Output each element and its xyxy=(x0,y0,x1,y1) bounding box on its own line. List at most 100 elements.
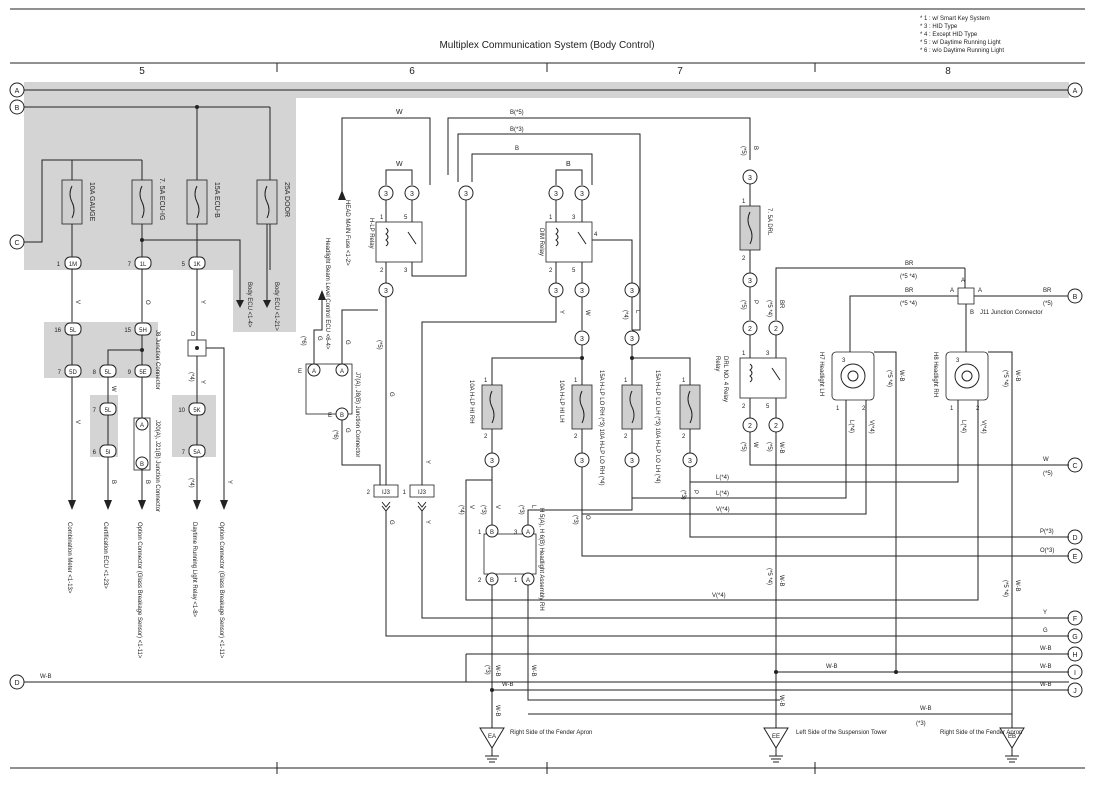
wire-color: B xyxy=(515,146,519,152)
h-lp-relay-label: H-LP Relay xyxy=(368,218,374,249)
certification-ecu-label: Certification ECU <1-23> xyxy=(102,522,108,589)
svg-text:5: 5 xyxy=(404,215,408,221)
svg-text:2: 2 xyxy=(748,326,752,333)
wire xyxy=(421,510,1069,619)
wire-color: W-B xyxy=(494,665,500,677)
svg-text:3: 3 xyxy=(384,288,388,295)
svg-text:3: 3 xyxy=(580,288,584,295)
svg-text:E: E xyxy=(298,369,302,375)
bus-connector-e-right: E xyxy=(1067,548,1083,564)
connector-5k-10: 5K 10 xyxy=(178,402,206,416)
svg-text:6: 6 xyxy=(93,450,97,456)
svg-text:3: 3 xyxy=(630,458,634,465)
wire-color: V xyxy=(74,300,80,304)
note-line: * 5 : w/ Daytime Running Light xyxy=(920,40,1001,46)
svg-text:E: E xyxy=(328,413,332,419)
connector-1m: 1M 1 xyxy=(57,256,82,270)
wire-note: (*5) xyxy=(766,442,772,452)
headlight-assembly-rh: B A B A 1 3 2 1 xyxy=(478,524,537,586)
wire xyxy=(689,467,1069,538)
wire-color: V(*4) xyxy=(868,420,874,434)
svg-text:2: 2 xyxy=(748,423,752,430)
wire xyxy=(142,239,241,300)
wire xyxy=(527,585,780,701)
svg-text:G: G xyxy=(1072,634,1077,641)
fuse-label: 7. 5A DRL xyxy=(766,208,772,236)
wire-color: BR xyxy=(1043,288,1052,294)
svg-text:3: 3 xyxy=(748,278,752,285)
svg-text:5: 5 xyxy=(182,262,186,268)
wire xyxy=(555,169,583,185)
wire xyxy=(775,267,965,320)
svg-text:2: 2 xyxy=(976,406,980,412)
wire xyxy=(206,347,225,500)
svg-text:3: 3 xyxy=(514,530,518,536)
wire-color: W-B xyxy=(1040,682,1052,688)
wire-color: V(*4) xyxy=(980,420,986,434)
ground-eb: EB xyxy=(999,727,1025,763)
svg-text:1: 1 xyxy=(742,351,746,357)
wire-color: W-B xyxy=(826,664,838,670)
junction-dot xyxy=(774,670,778,674)
wire-color: Y xyxy=(424,520,430,524)
ground-ea-label: Right Side of the Fender Apron xyxy=(510,730,592,736)
svg-text:EA: EA xyxy=(488,734,496,740)
combination-meter-label: Combination Meter <1-13> xyxy=(66,522,72,594)
junction-dot xyxy=(490,688,494,692)
wire xyxy=(581,467,1069,557)
svg-text:A: A xyxy=(1073,88,1078,95)
splice-pin: 3 xyxy=(742,272,758,288)
svg-text:2: 2 xyxy=(484,434,488,440)
svg-text:3: 3 xyxy=(580,191,584,198)
arrow xyxy=(263,300,271,308)
splice-pin: 3 xyxy=(682,452,698,468)
bus-connector-c-right: C xyxy=(1067,457,1083,473)
headlight-lh-label: H7 Headlight LH xyxy=(818,352,824,396)
connector-5l-16: 5L 16 xyxy=(54,322,82,336)
svg-text:3: 3 xyxy=(580,458,584,465)
wire-color: V xyxy=(468,505,474,509)
svg-text:8: 8 xyxy=(93,370,97,376)
junction-dot xyxy=(580,356,584,360)
wire-color: Y xyxy=(199,380,205,384)
svg-text:3: 3 xyxy=(630,288,634,295)
svg-text:5L: 5L xyxy=(70,328,77,334)
junction-dot xyxy=(140,348,144,352)
wire xyxy=(749,432,1069,466)
svg-text:1: 1 xyxy=(403,490,407,496)
wire-color: V(*4) xyxy=(712,593,726,599)
wire xyxy=(874,351,897,672)
svg-text:1: 1 xyxy=(57,262,61,268)
svg-text:B: B xyxy=(490,530,494,536)
svg-text:16: 16 xyxy=(54,328,61,334)
wire-color: V xyxy=(74,420,80,424)
wire-color: Y xyxy=(226,480,232,484)
svg-text:3: 3 xyxy=(490,458,494,465)
svg-text:5E: 5E xyxy=(139,370,146,376)
wire xyxy=(421,297,557,485)
svg-text:I: I xyxy=(1074,670,1076,677)
drl-relay-label: DRL NO. 4 Relay xyxy=(722,356,728,402)
wire-color: Y xyxy=(424,460,430,464)
wire-color: O xyxy=(144,300,150,305)
svg-text:2: 2 xyxy=(742,404,746,410)
page-title: Multiplex Communication System (Body Con… xyxy=(439,40,654,51)
wire xyxy=(527,467,633,527)
ij3-connector: IJ3 2 xyxy=(367,484,399,498)
dim-relay: 1 3 4 2 5 xyxy=(545,215,598,274)
wire-color: B xyxy=(144,480,150,484)
wire-note: (*4) xyxy=(458,505,464,515)
wire-color: B(*3) xyxy=(510,127,524,133)
relay-pin: 3 xyxy=(624,282,640,298)
svg-text:2: 2 xyxy=(624,434,628,440)
svg-text:1: 1 xyxy=(484,378,488,384)
j11-label: J11 Junction Connector xyxy=(980,310,1043,316)
wire xyxy=(341,420,381,485)
svg-text:C: C xyxy=(1072,463,1077,470)
svg-text:2: 2 xyxy=(574,434,578,440)
svg-text:3: 3 xyxy=(572,215,576,221)
wire-color: O xyxy=(584,515,590,520)
wire-color: L xyxy=(634,310,640,314)
wire-note: (*5 *4) xyxy=(900,301,917,307)
relay-pin: 2 xyxy=(742,320,758,336)
